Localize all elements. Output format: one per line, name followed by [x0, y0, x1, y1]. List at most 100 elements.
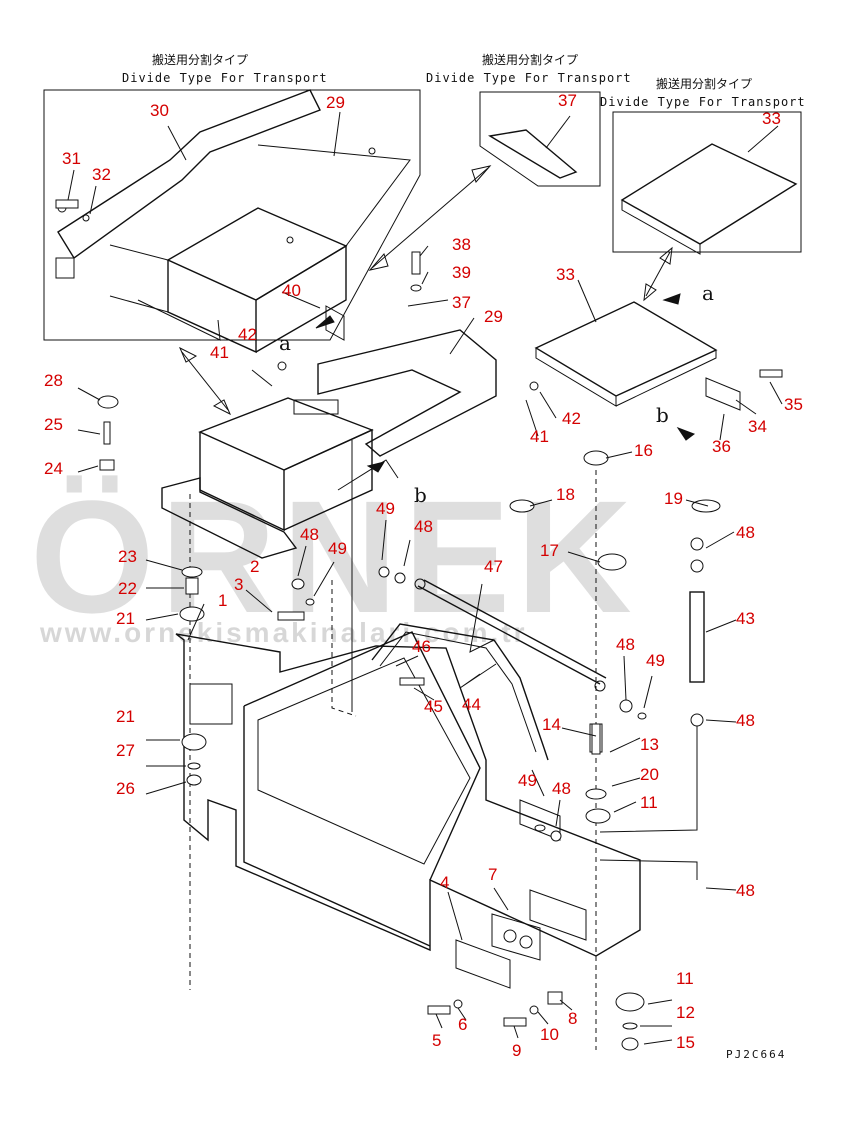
callout-49: 49: [646, 651, 665, 670]
view-letter: b: [414, 483, 427, 507]
view-arrow-b-left: [366, 461, 386, 473]
callout-39: 39: [452, 263, 471, 282]
detail-frame-middle: [479, 91, 601, 187]
callout-43: 43: [736, 609, 755, 628]
drawing-code: PJ2C664: [726, 1048, 786, 1061]
heading-en: Divide Type For Transport: [600, 95, 806, 109]
callout-31: 31: [62, 149, 81, 168]
callout-13: 13: [640, 735, 659, 754]
bracket-34: [705, 377, 741, 411]
heading-jp: 搬送用分割タイプ: [656, 76, 752, 91]
callout-15: 15: [676, 1033, 695, 1052]
callout-41: 41: [530, 427, 549, 446]
callout-22: 22: [118, 579, 137, 598]
callout-16: 16: [634, 441, 653, 460]
heading-en: Divide Type For Transport: [122, 71, 328, 85]
detail-plate-37: [488, 129, 578, 179]
callout-47: 47: [484, 557, 503, 576]
cover-33-main: [534, 301, 718, 407]
callout-25: 25: [44, 415, 63, 434]
callout-40: 40: [282, 281, 301, 300]
callout-1: 1: [218, 591, 227, 610]
callout-2: 2: [250, 557, 259, 576]
callout-28: 28: [44, 371, 63, 390]
callout-48: 48: [736, 711, 755, 730]
callout-42: 42: [562, 409, 581, 428]
callout-26: 26: [116, 779, 135, 798]
callout-48: 48: [616, 635, 635, 654]
leader-lines: [67, 111, 783, 1045]
mount-stack-right: [509, 450, 721, 1051]
callout-21: 21: [116, 707, 135, 726]
heading-en: Divide Type For Transport: [426, 71, 632, 85]
view-letter: b: [656, 403, 669, 427]
callout-34: 34: [748, 417, 767, 436]
fasteners: [55, 199, 783, 1027]
double-arrow-upper: [368, 165, 492, 271]
callout-6: 6: [458, 1015, 467, 1034]
callout-49: 49: [518, 771, 537, 790]
heading-jp: 搬送用分割タイプ: [152, 52, 248, 67]
watermark-url: www.ornekismakinalari.com.tr: [39, 617, 528, 648]
callout-33: 33: [556, 265, 575, 284]
callout-24: 24: [44, 459, 63, 478]
callout-33: 33: [762, 109, 781, 128]
callout-48: 48: [736, 881, 755, 900]
mount-stack-left: [179, 566, 207, 786]
callout-35: 35: [784, 395, 803, 414]
view-arrow-a-left: [315, 315, 335, 329]
callout-42: 42: [238, 325, 257, 344]
callout-30: 30: [150, 101, 169, 120]
callout-37: 37: [558, 91, 577, 110]
stay-44: [371, 623, 549, 761]
callout-49: 49: [376, 499, 395, 518]
callout-32: 32: [92, 165, 111, 184]
watermark-brand: ÖRNEK: [30, 467, 638, 646]
callout-3: 3: [234, 575, 243, 594]
callout-48: 48: [736, 523, 755, 542]
callout-11: 11: [640, 793, 658, 812]
callout-18: 18: [556, 485, 575, 504]
callout-48: 48: [552, 779, 571, 798]
detail-rail-and-box: [55, 89, 411, 354]
callout-21: 21: [116, 609, 135, 628]
callout-17: 17: [540, 541, 559, 560]
rod-43: [599, 537, 705, 880]
callout-41: 41: [210, 343, 229, 362]
heading-group-middle: 搬送用分割タイプ Divide Type For Transport: [426, 52, 632, 85]
view-arrow-b-right: [676, 426, 696, 441]
callout-46: 46: [412, 637, 431, 656]
callout-19: 19: [664, 489, 683, 508]
heading-jp: 搬送用分割タイプ: [482, 52, 578, 67]
callout-8: 8: [568, 1009, 577, 1028]
callout-49: 49: [328, 539, 347, 558]
callout-7: 7: [488, 865, 497, 884]
callout-10: 10: [540, 1025, 559, 1044]
callout-4: 4: [440, 873, 449, 892]
detail-frame-left: [43, 89, 421, 341]
upper-box-assembly: [161, 305, 497, 559]
callout-36: 36: [712, 437, 731, 456]
callout-48: 48: [300, 525, 319, 544]
double-arrow-right: [643, 246, 673, 302]
heading-group-left: 搬送用分割タイプ Divide Type For Transport: [122, 52, 328, 85]
callout-12: 12: [676, 1003, 695, 1022]
callout-29: 29: [326, 93, 345, 112]
callout-labels: 1 2 3 4 5 6 7 8 9 10 11 11 12 13 14 15 1…: [44, 91, 803, 1060]
detail-frame-right: [612, 111, 802, 253]
callout-29: 29: [484, 307, 503, 326]
callout-48: 48: [414, 517, 433, 536]
callout-27: 27: [116, 741, 135, 760]
callout-9: 9: [512, 1041, 521, 1060]
callout-44: 44: [462, 695, 481, 714]
view-arrow-a-right: [662, 293, 681, 305]
double-arrow-left: [179, 346, 231, 416]
rod-47: [414, 578, 607, 692]
callout-14: 14: [542, 715, 561, 734]
callout-20: 20: [640, 765, 659, 784]
detail-cover-33: [620, 143, 798, 255]
callout-23: 23: [118, 547, 137, 566]
callout-37: 37: [452, 293, 471, 312]
